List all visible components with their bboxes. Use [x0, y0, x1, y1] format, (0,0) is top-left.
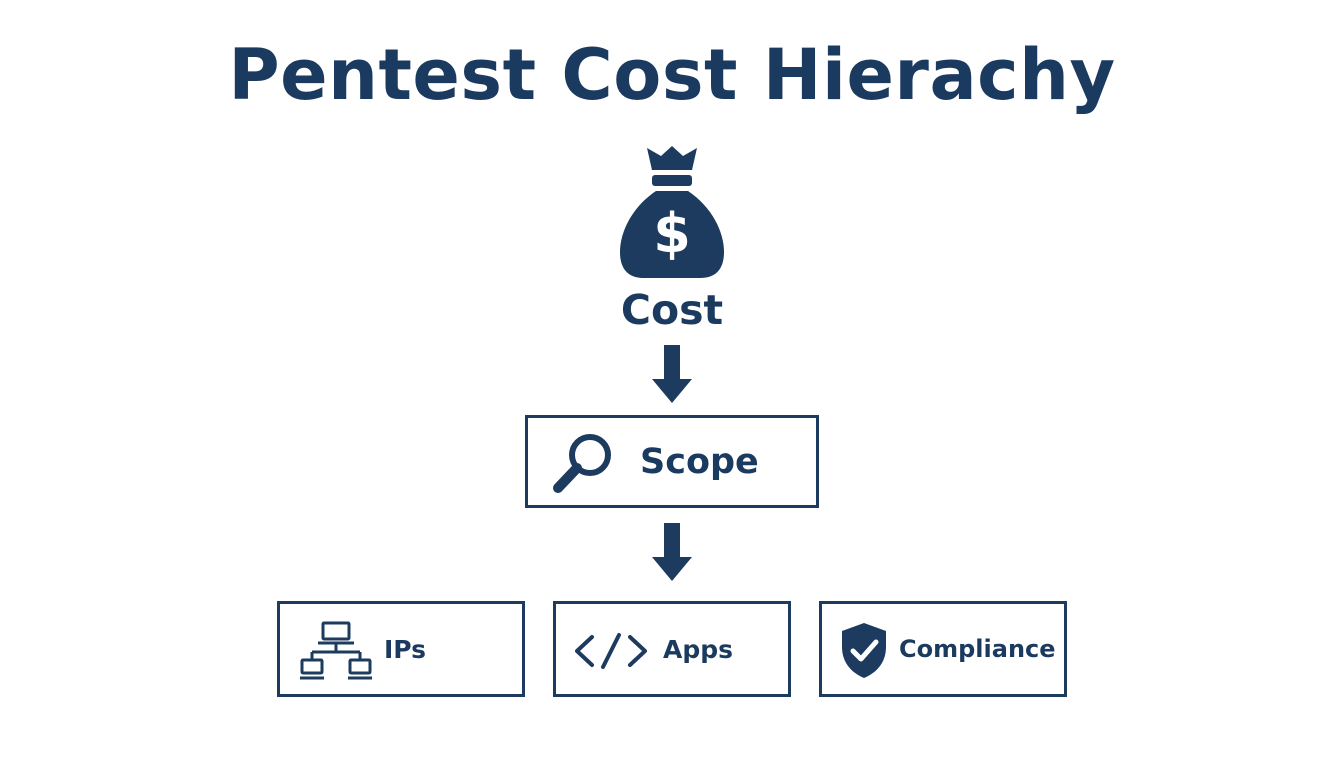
money-bag-icon: $ [620, 146, 724, 278]
magnifier-icon [553, 434, 611, 493]
diagram-title: Pentest Cost Hierachy [228, 34, 1116, 116]
compliance-node: Compliance [819, 601, 1067, 697]
apps-node-label: Apps [663, 635, 734, 664]
root-node-label: Cost [620, 286, 724, 334]
compliance-node-label: Compliance [899, 635, 1056, 663]
shield-check-icon [842, 623, 886, 678]
ips-node-label: IPs [384, 635, 427, 664]
ips-node: IPs [277, 601, 525, 697]
svg-text:$: $ [653, 202, 691, 265]
network-icon [300, 621, 372, 680]
arrow-down-icon [652, 345, 692, 403]
arrow-down-icon [652, 523, 692, 581]
scope-node-label: Scope [640, 442, 759, 482]
apps-node: Apps [553, 601, 791, 697]
scope-node: Scope [525, 415, 819, 508]
code-icon [575, 633, 647, 669]
